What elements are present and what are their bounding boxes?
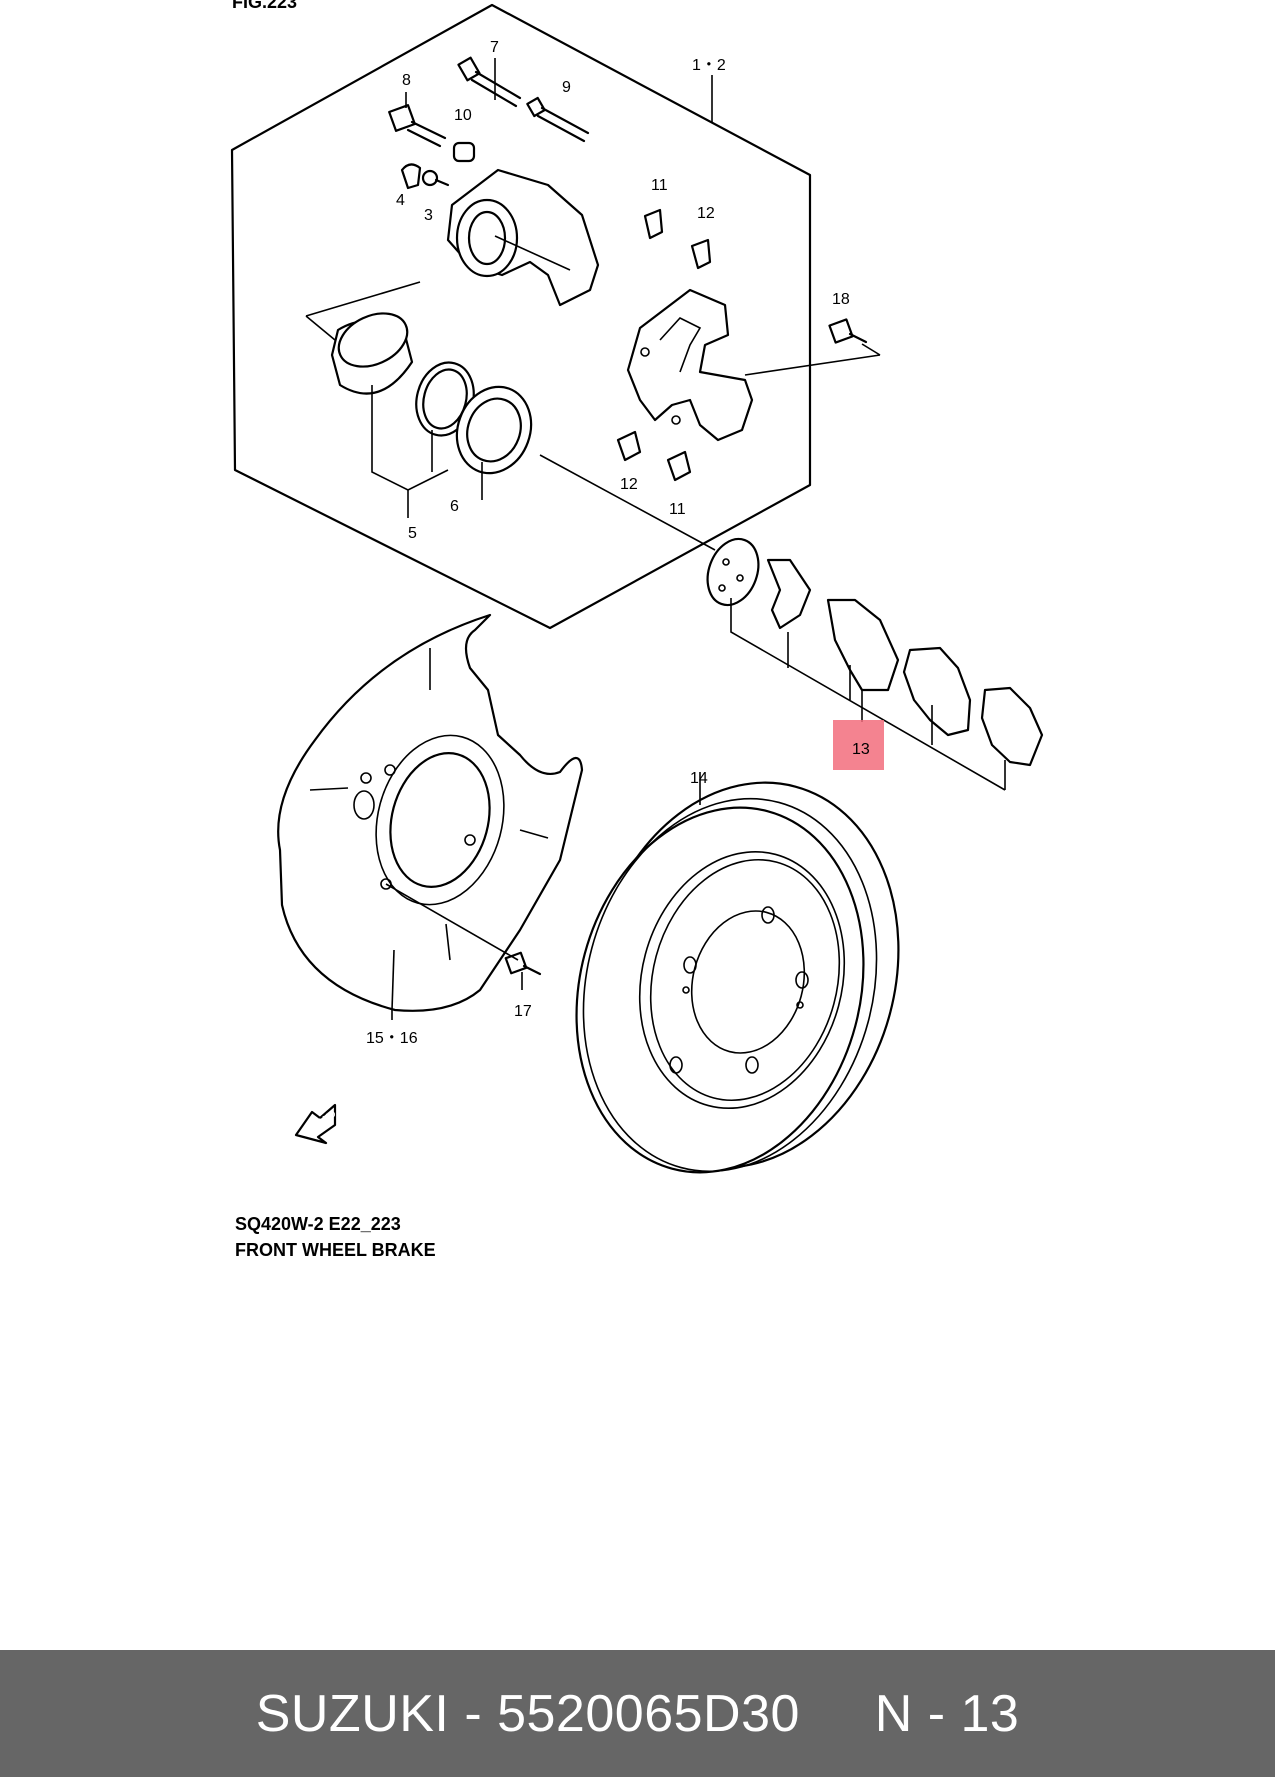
callout-4: 4 [396,192,405,209]
callout-7: 7 [490,39,499,56]
pad-clip-11-lower [666,450,692,482]
figure-heading: FIG.223 [232,0,297,12]
callout-13: 13 [852,741,870,758]
pad-clip-12-upper [690,238,712,270]
callout-11-upper: 11 [651,177,668,194]
guide-pin-9 [526,96,590,143]
pad-clip-12-lower [616,430,642,462]
callout-6: 6 [450,498,459,515]
caliper-assembly-outline [230,3,812,630]
guide-pin-bolt-7 [457,56,522,108]
callout-12-upper: 12 [697,205,715,222]
brake-disc-rotor [575,781,900,1174]
callout-5: 5 [408,525,417,542]
dust-boot [455,385,533,475]
callout-13-highlight [833,720,884,770]
callout-17: 17 [514,1003,532,1020]
caliper-bracket [626,288,754,442]
callout-12-lower: 12 [620,476,638,493]
dust-shield [277,613,584,1012]
brake-pad-outer [902,646,1044,767]
shim-plate [706,537,760,607]
bolt-18 [828,318,868,344]
callout-8: 8 [402,72,411,89]
model-code: SQ420W-2 E22_223 [235,1214,401,1234]
brake-pad-inner [766,558,900,692]
bolt-17 [504,951,542,976]
diagram-position: N - 13 [874,1684,1020,1743]
piston [330,312,414,395]
bolt-8 [388,104,447,148]
part-info-text: SUZUKI - 5520065D30 N - 13 [256,1684,1020,1744]
boot-10 [452,141,476,163]
diagram-caption: FRONT WHEEL BRAKE [235,1240,436,1260]
callout-10: 10 [454,107,472,124]
cap-4 [400,163,422,190]
caliper-body [446,168,600,307]
callout-11-lower: 11 [669,501,686,518]
callout-15-16: 15・16 [366,1030,418,1047]
pad-clip-11-upper [643,208,664,240]
callout-9: 9 [562,79,571,96]
callout-14: 14 [690,770,708,787]
callout-18: 18 [832,291,850,308]
callout-3: 3 [424,207,433,224]
callout-1-2: 1・2 [692,57,726,74]
bleeder-3 [421,169,450,187]
brand-separator: - [449,1684,498,1743]
part-info-bar: SUZUKI - 5520065D30 N - 13 [0,1650,1275,1777]
brand-name: SUZUKI [255,1684,450,1743]
fwd-direction-arrow: FWD [294,1103,338,1145]
part-number: 5520065D30 [497,1684,800,1743]
parts-diagram: FIG.223 [230,0,1044,1260]
